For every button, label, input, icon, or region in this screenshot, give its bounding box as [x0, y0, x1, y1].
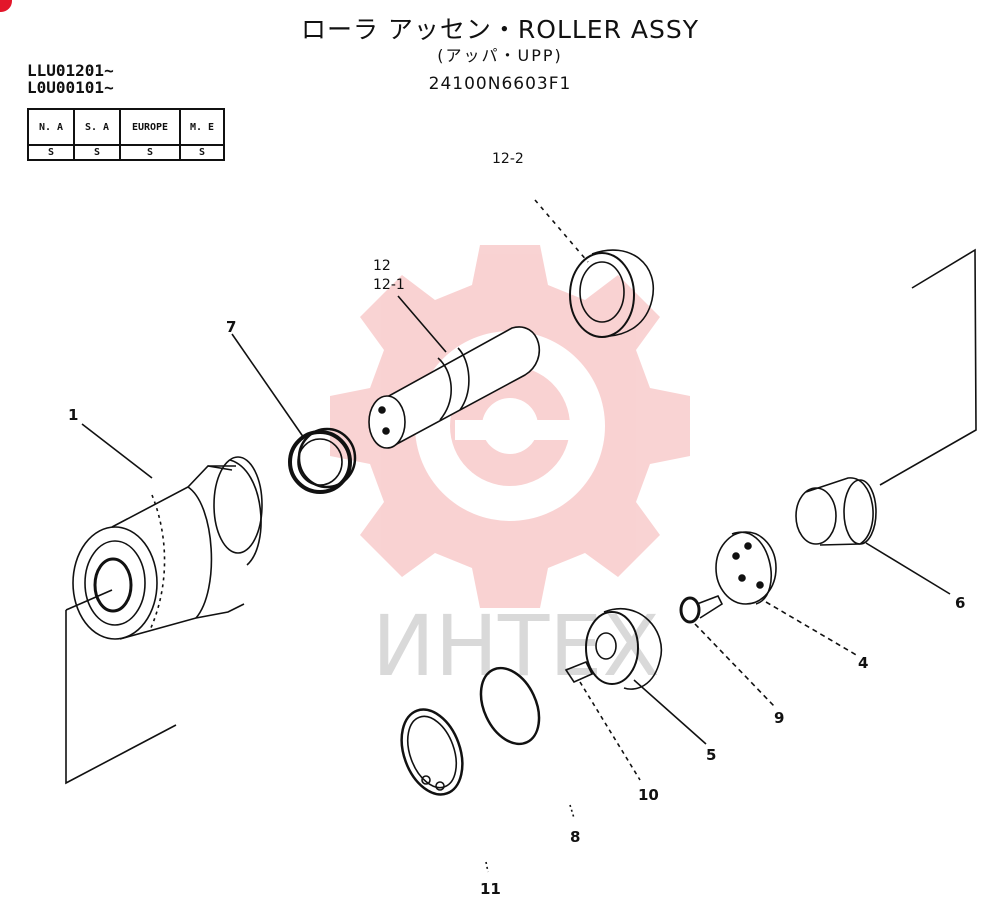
part-9-bolt — [679, 594, 724, 624]
watermark-text: ИНТЕХ — [372, 597, 660, 695]
value-europe: S — [119, 144, 181, 161]
leader-12 — [397, 295, 447, 353]
callout-8: 8 — [570, 828, 580, 846]
part-7-seal-ring — [288, 427, 357, 494]
value-sa: S — [73, 144, 121, 161]
leader-7 — [231, 333, 305, 439]
leader-4 — [765, 601, 859, 657]
part-1-roller-body — [72, 456, 263, 640]
diagram-subtitle: (アッパ・UPP) — [437, 46, 563, 65]
leader-6-bracket — [879, 248, 977, 486]
leader-5 — [633, 679, 707, 745]
callout-12: 12 — [373, 258, 391, 274]
diagram-title: ローラ アッセン・ROLLER ASSY — [300, 15, 700, 44]
part-number: 24100N6603F1 — [428, 74, 572, 94]
leader-9 — [694, 623, 775, 707]
part-6-sleeve — [795, 477, 877, 546]
callout-10: 10 — [638, 786, 659, 804]
region-me: M. E — [179, 108, 225, 146]
callout-5: 5 — [706, 746, 716, 764]
part-11-snap-ring — [400, 708, 464, 796]
callout-9: 9 — [774, 709, 784, 727]
part-12-shaft — [368, 326, 541, 449]
region-europe: EUROPE — [119, 108, 181, 146]
part-8-o-ring — [479, 666, 541, 746]
callout-12-1: 12-1 — [373, 277, 405, 293]
region-spec-table: N. A S. A EUROPE M. E S S S S — [27, 108, 225, 161]
watermark-gear-icon — [330, 245, 690, 608]
leader-1-shaft — [65, 589, 113, 611]
region-na: N. A — [27, 108, 75, 146]
part-4-cover-plate — [715, 531, 777, 605]
leader-10 — [579, 681, 641, 781]
leader-1-bracket — [65, 610, 177, 785]
region-value-row: S S S S — [27, 144, 225, 161]
leader-8 — [569, 804, 575, 819]
part-5-hub — [585, 608, 663, 690]
region-header-row: N. A S. A EUROPE M. E — [27, 108, 225, 146]
value-me: S — [179, 144, 225, 161]
callout-4: 4 — [858, 654, 868, 672]
leader-6 — [865, 542, 951, 595]
callout-1: 1 — [68, 406, 78, 424]
value-na: S — [27, 144, 75, 161]
serial-line-1: LLU01201~ — [27, 61, 114, 80]
serial-range: LLU01201~ L0U00101~ — [27, 62, 114, 96]
callout-6: 6 — [955, 594, 965, 612]
callout-11: 11 — [480, 880, 501, 898]
leader-12-2 — [534, 199, 589, 263]
region-sa: S. A — [73, 108, 121, 146]
part-12-2-bushing — [569, 249, 655, 338]
callout-7: 7 — [226, 318, 236, 336]
leader-11 — [485, 861, 489, 873]
serial-line-2: L0U00101~ — [27, 78, 114, 97]
callout-12-2: 12-2 — [492, 151, 524, 167]
part-10-screw — [564, 660, 594, 684]
leader-1 — [81, 423, 153, 479]
